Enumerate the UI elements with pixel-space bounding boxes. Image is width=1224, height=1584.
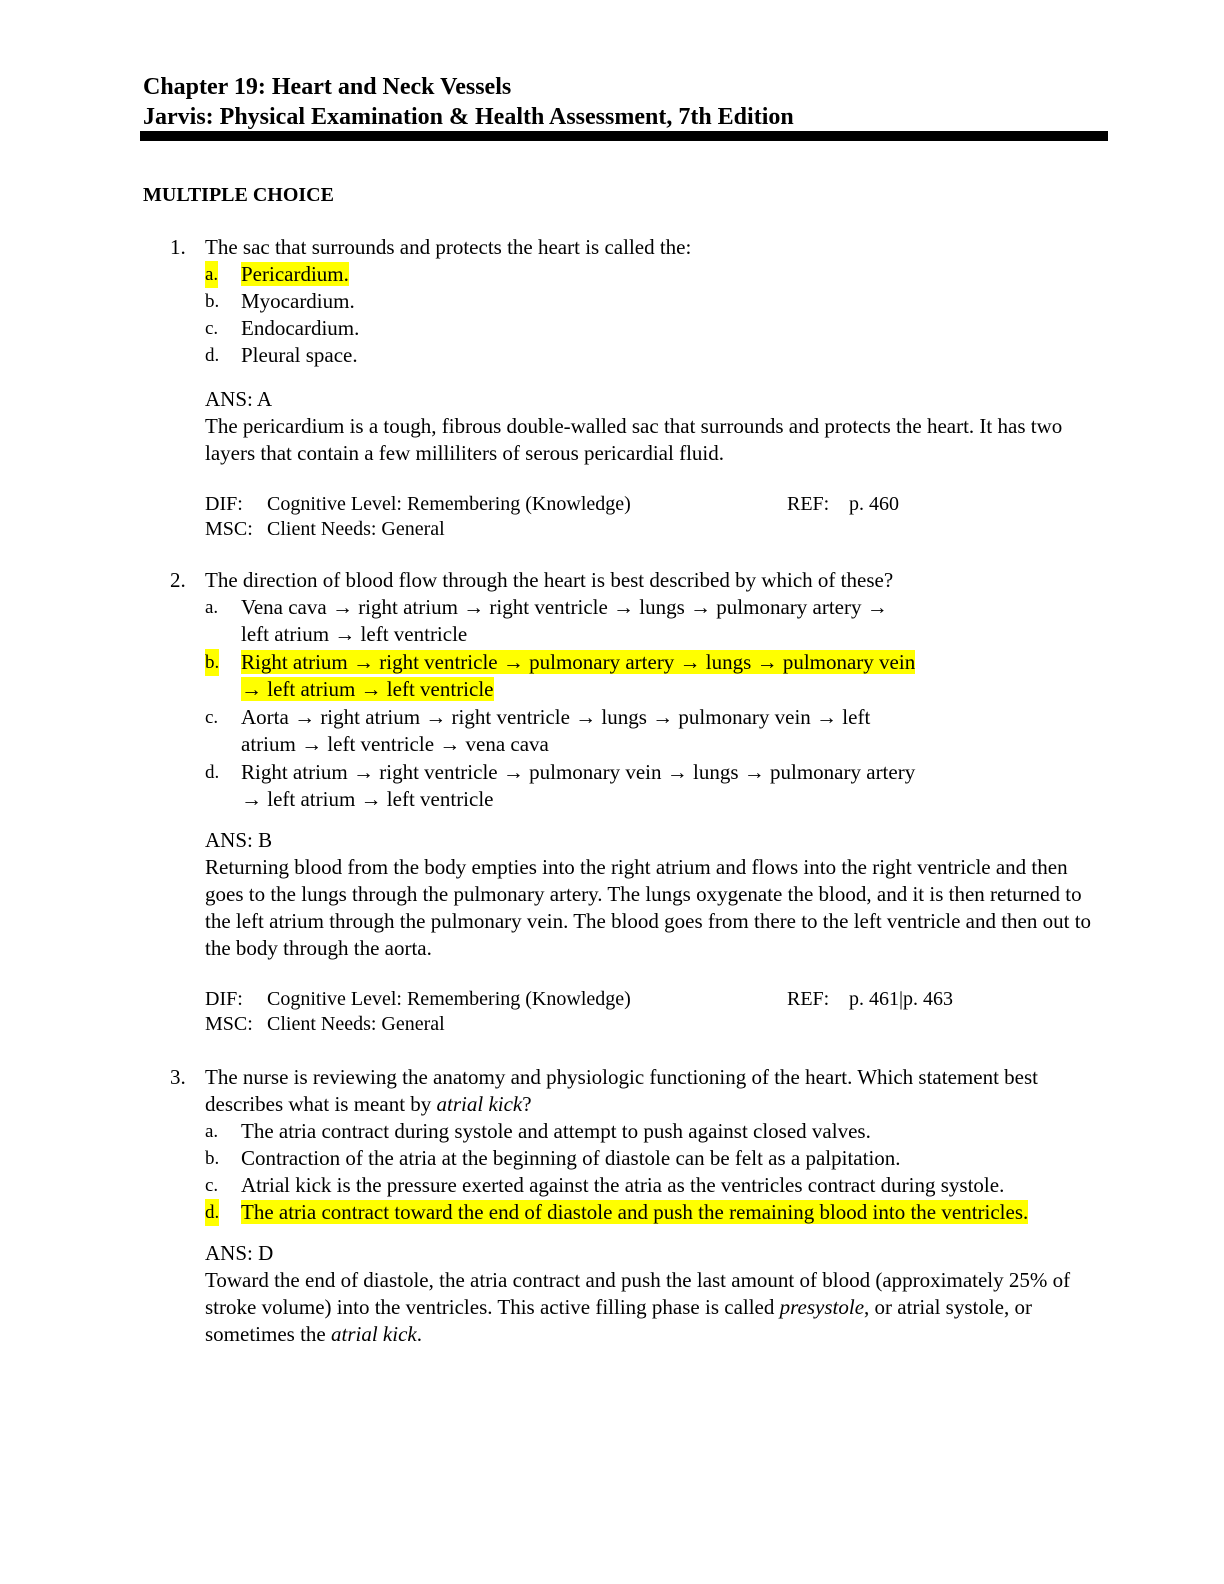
dif-value: Cognitive Level: Remembering (Knowledge) <box>267 493 631 515</box>
option-letter: c. <box>205 707 219 728</box>
dif-line: DIF: Cognitive Level: Remembering (Knowle… <box>205 492 1110 517</box>
question-number: 3. <box>170 1065 186 1089</box>
dif-line: DIF: Cognitive Level: Remembering (Knowle… <box>205 987 1110 1012</box>
option-text-cont: left atrium → left ventricle <box>241 622 468 646</box>
rationale-term: presystole <box>779 1295 865 1319</box>
question-2: 2. The direction of blood flow through t… <box>170 567 1110 1037</box>
option-text-cont: → left atrium → left ventricle <box>241 787 494 811</box>
option-text: Right atrium → right ventricle → pulmona… <box>241 650 916 674</box>
option-c: c. Endocardium. <box>205 315 1110 342</box>
rationale-part: Toward the end of diastole, the atria co… <box>205 1268 1071 1319</box>
option-a: a. Pericardium. <box>205 261 1110 288</box>
dif-value: Cognitive Level: Remembering (Knowledge) <box>267 988 631 1010</box>
option-a: a. Vena cava → right atrium → right ventr… <box>205 594 1110 648</box>
option-letter: a. <box>205 1121 219 1142</box>
rationale-term: atrial kick <box>330 1322 417 1346</box>
option-letter: d. <box>205 1199 220 1226</box>
section-heading: MULTIPLE CHOICE <box>143 184 334 206</box>
option-text-cont: → left atrium → left ventricle <box>241 677 494 701</box>
msc-value: Client Needs: General <box>267 518 445 540</box>
option-d: d. Pleural space. <box>205 342 1110 369</box>
question-3: 3. The nurse is reviewing the anatomy an… <box>170 1064 1110 1348</box>
option-letter: a. <box>205 261 219 288</box>
option-text: The atria contract during systole and at… <box>241 1119 871 1143</box>
option-a: a. The atria contract during systole and … <box>205 1118 1110 1145</box>
option-letter: d. <box>205 762 220 783</box>
option-text: Endocardium. <box>241 316 360 340</box>
ref-label: REF: <box>787 493 830 515</box>
rationale: Returning blood from the body empties in… <box>205 855 1092 960</box>
option-c: c. Aorta → right atrium → right ventricle… <box>205 704 1110 758</box>
option-text-cont: atrium → left ventricle → vena cava <box>241 732 549 756</box>
question-text: The direction of blood flow through the … <box>205 568 894 592</box>
option-letter: c. <box>205 318 219 339</box>
dif-label: DIF: <box>205 988 243 1010</box>
option-text: Pericardium. <box>241 262 349 286</box>
ref-label: REF: <box>787 988 830 1010</box>
question-term: atrial kick <box>436 1092 523 1116</box>
rationale-part: , or atrial systole, or sometimes the <box>205 1295 1032 1346</box>
option-b: b. Contraction of the atria at the beginn… <box>205 1145 1110 1172</box>
option-d: d. Right atrium → right ventricle → pulmo… <box>205 759 1110 813</box>
question-1: 1. The sac that surrounds and protects t… <box>170 234 1110 542</box>
book-title: Jarvis: Physical Examination & Health As… <box>143 104 794 130</box>
ref-value: p. 461|p. 463 <box>849 988 954 1010</box>
dif-label: DIF: <box>205 493 243 515</box>
question-text-end: ? <box>522 1092 532 1116</box>
chapter-title: Chapter 19: Heart and Neck Vessels <box>143 74 512 100</box>
header-divider <box>140 131 1108 141</box>
option-text: Atrial kick is the pressure exerted agai… <box>241 1173 1005 1197</box>
option-d: d. The atria contract toward the end of d… <box>205 1199 1110 1226</box>
ref-value: p. 460 <box>849 493 899 515</box>
msc-label: MSC: <box>205 518 253 540</box>
msc-line: MSC: Client Needs: General <box>205 1012 1110 1037</box>
option-letter: b. <box>205 649 220 676</box>
option-text: Vena cava → right atrium → right ventric… <box>241 595 888 619</box>
rationale: The pericardium is a tough, fibrous doub… <box>205 414 1063 465</box>
msc-label: MSC: <box>205 1013 253 1035</box>
option-c: c. Atrial kick is the pressure exerted ag… <box>205 1172 1110 1199</box>
question-number: 2. <box>170 568 186 592</box>
question-text: The sac that surrounds and protects the … <box>205 235 692 259</box>
option-text: Pleural space. <box>241 343 358 367</box>
msc-value: Client Needs: General <box>267 1013 445 1035</box>
option-letter: b. <box>205 291 220 312</box>
question-number: 1. <box>170 235 186 259</box>
option-text: Aorta → right atrium → right ventricle →… <box>241 705 871 729</box>
msc-line: MSC: Client Needs: General <box>205 517 1110 542</box>
answer: ANS: A <box>205 387 273 411</box>
option-letter: a. <box>205 597 219 618</box>
option-text: Right atrium → right ventricle → pulmona… <box>241 760 916 784</box>
rationale-end: . <box>416 1322 422 1346</box>
option-letter: b. <box>205 1148 220 1169</box>
option-text: The atria contract toward the end of dia… <box>241 1200 1029 1224</box>
option-letter: c. <box>205 1175 219 1196</box>
option-b: b. Myocardium. <box>205 288 1110 315</box>
answer: ANS: D <box>205 1241 274 1265</box>
option-letter: d. <box>205 345 220 366</box>
option-b: b. Right atrium → right ventricle → pulmo… <box>205 649 1110 703</box>
rationale: Toward the end of diastole, the atria co… <box>205 1267 1110 1348</box>
question-text-part: The nurse is reviewing the anatomy and p… <box>205 1065 1038 1116</box>
question-text: The nurse is reviewing the anatomy and p… <box>205 1064 1110 1118</box>
option-text: Myocardium. <box>241 289 355 313</box>
answer: ANS: B <box>205 828 273 852</box>
option-text: Contraction of the atria at the beginnin… <box>241 1146 901 1170</box>
